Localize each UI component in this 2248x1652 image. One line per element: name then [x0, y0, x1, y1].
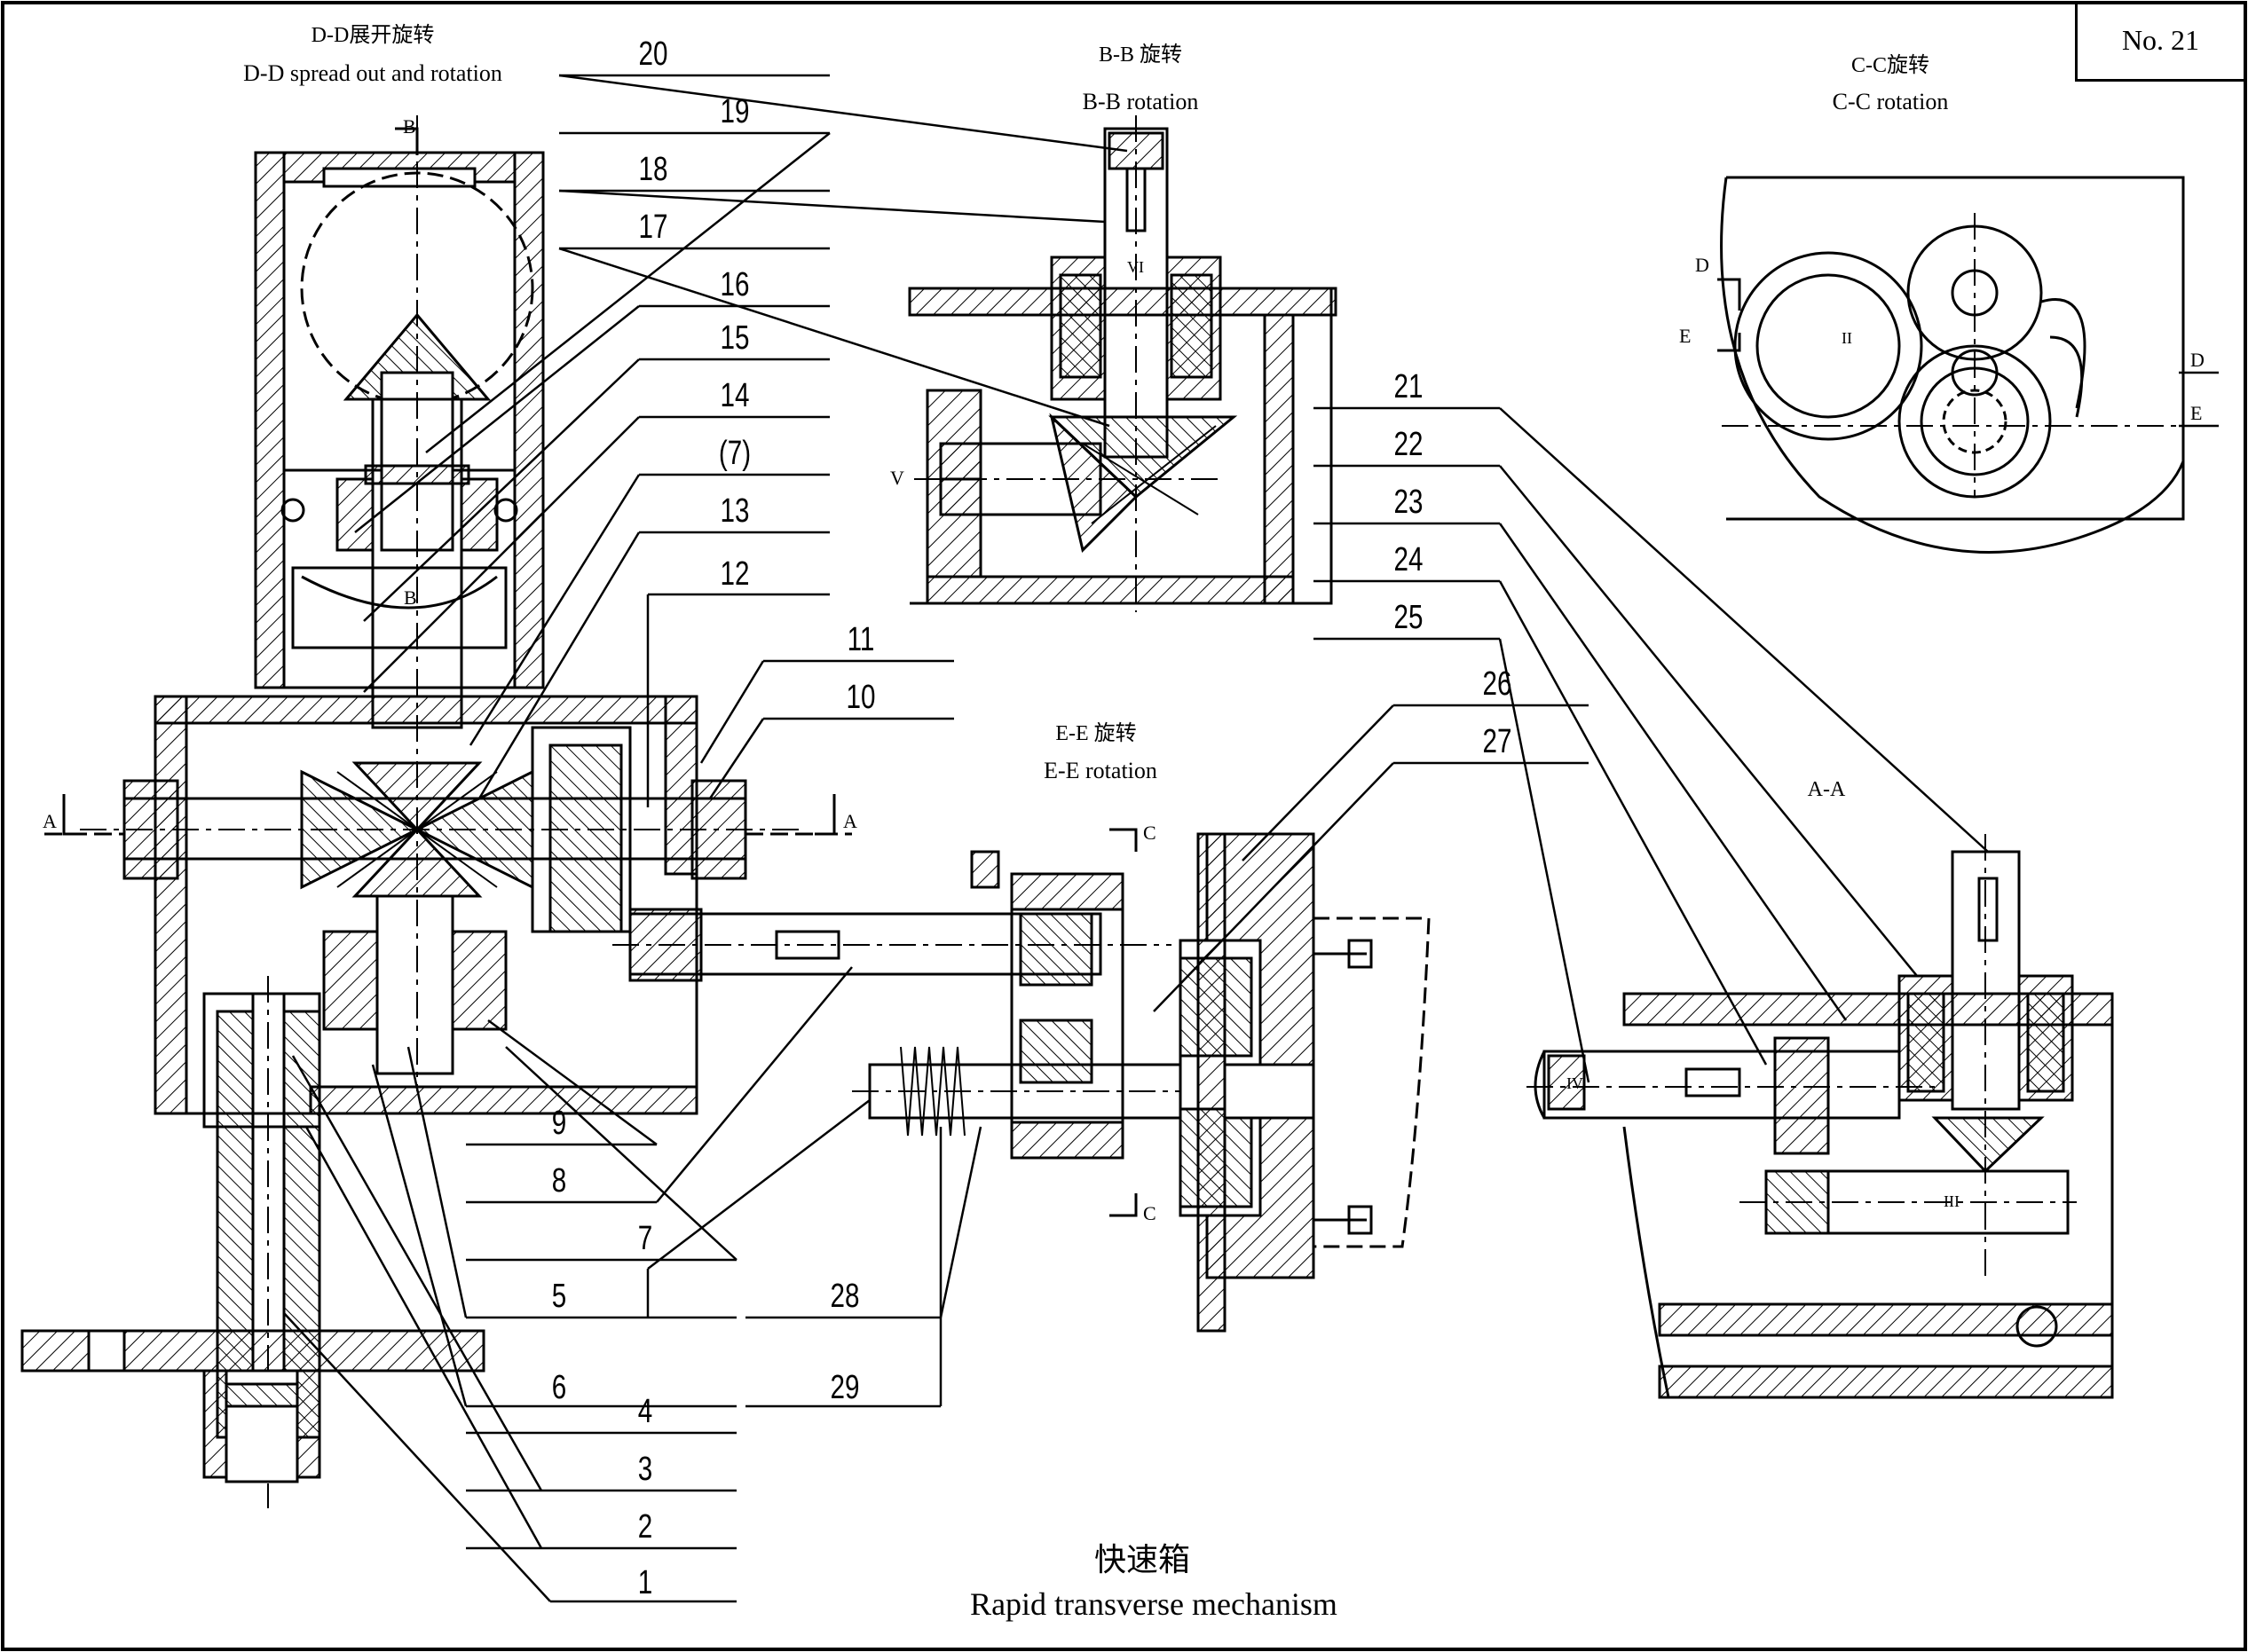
cc-section-view	[1717, 176, 2192, 554]
part-28: 28	[830, 1278, 860, 1315]
sheet-number: No. 21	[2075, 2, 2244, 82]
mark-d-left: D	[1695, 254, 1709, 276]
drawing-title-en: Rapid transverse mechanism	[970, 1586, 1337, 1622]
part-7-ref: (7)	[718, 435, 752, 472]
drawing-title-cn: 快速箱	[1093, 1542, 1191, 1577]
part-10: 10	[846, 679, 876, 716]
aa-section-view	[1526, 834, 2114, 1399]
aa-caption: A-A	[1807, 778, 1846, 801]
part-4: 4	[637, 1393, 653, 1430]
part-16: 16	[720, 266, 750, 303]
part-21: 21	[1393, 368, 1424, 405]
part-27: 27	[1482, 723, 1512, 760]
part-5: 5	[551, 1278, 567, 1315]
mark-a-left: A	[43, 810, 57, 832]
part-15: 15	[720, 319, 750, 357]
mark-e-left: E	[1679, 325, 1692, 347]
mark-a-right: A	[843, 810, 857, 832]
bb-section-view	[908, 115, 1337, 612]
mark-c-bottom: C	[1143, 1202, 1156, 1224]
shaft-mark-ii: II	[1842, 329, 1852, 347]
shaft-mark-vi: VI	[1127, 258, 1144, 276]
part-7: 7	[637, 1220, 653, 1257]
cc-caption-cn: C-C旋转	[1850, 54, 1930, 77]
mark-b-mid: B	[404, 586, 417, 609]
part-23: 23	[1393, 484, 1424, 521]
part-18: 18	[638, 151, 668, 188]
mark-e-right: E	[2190, 402, 2203, 424]
bb-caption-cn: B-B 旋转	[1098, 43, 1183, 67]
dd-section-view	[20, 115, 852, 1508]
ee-section-view	[612, 828, 1431, 1333]
cc-caption-en: C-C rotation	[1832, 89, 1949, 114]
part-8: 8	[551, 1162, 567, 1200]
shaft-mark-v: V	[890, 467, 904, 489]
part-1: 1	[637, 1564, 653, 1601]
shaft-mark-iii: III	[1944, 1192, 1960, 1210]
part-29: 29	[830, 1369, 860, 1406]
part-14: 14	[720, 377, 750, 414]
shaft-mark-iv: IV	[1566, 1074, 1583, 1092]
part-13: 13	[720, 492, 750, 530]
leader-lines	[283, 74, 2219, 1603]
mark-c-top: C	[1143, 822, 1156, 844]
part-9: 9	[551, 1105, 567, 1142]
bb-caption-en: B-B rotation	[1082, 89, 1199, 114]
ee-caption-cn: E-E 旋转	[1055, 722, 1137, 745]
part-12: 12	[720, 555, 750, 593]
part-19: 19	[720, 93, 750, 130]
part-3: 3	[637, 1451, 653, 1488]
part-11: 11	[847, 621, 875, 658]
part-17: 17	[638, 208, 668, 246]
mark-b-top: B	[403, 115, 416, 138]
dd-caption-cn: D-D展开旋转	[311, 24, 435, 47]
part-2: 2	[637, 1508, 653, 1546]
part-25: 25	[1393, 599, 1424, 636]
part-20: 20	[638, 35, 668, 73]
mark-d-right: D	[2190, 349, 2205, 371]
ee-caption-en: E-E rotation	[1044, 758, 1157, 783]
part-26: 26	[1482, 665, 1512, 703]
dd-caption-en: D-D spread out and rotation	[243, 60, 502, 86]
part-6: 6	[551, 1369, 567, 1406]
part-24: 24	[1393, 541, 1424, 578]
part-22: 22	[1393, 426, 1424, 463]
